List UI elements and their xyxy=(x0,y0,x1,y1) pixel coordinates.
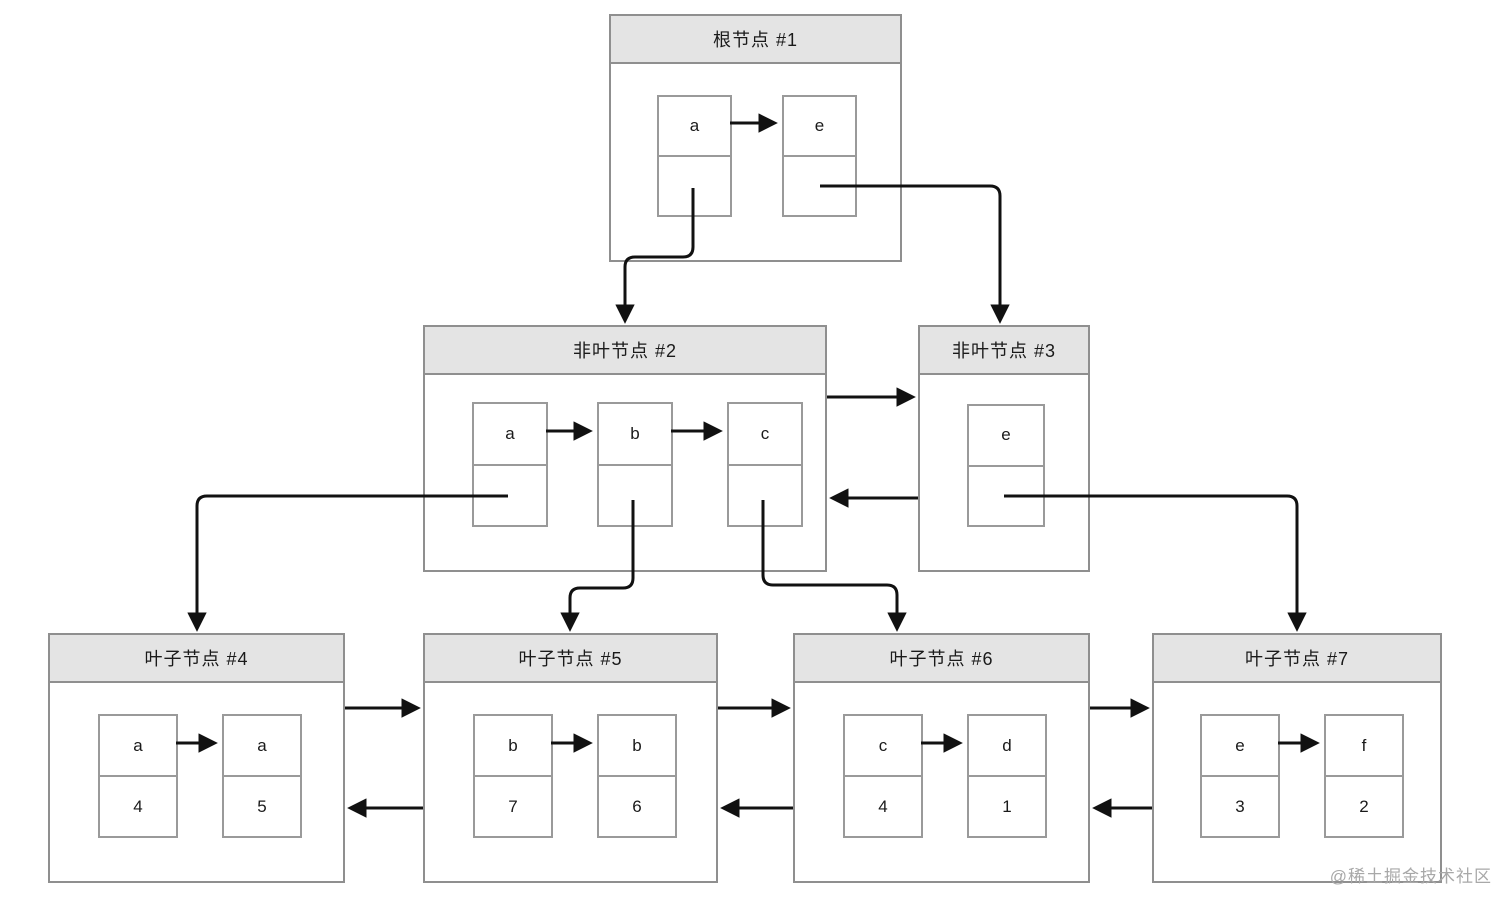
cell-value: 5 xyxy=(257,796,267,816)
node-3-title: 非叶节点 #3 xyxy=(920,327,1088,375)
cell-key: e xyxy=(784,97,855,157)
cell-key: e xyxy=(969,406,1043,467)
cell-pointer xyxy=(969,467,1043,526)
node-leaf-5: 叶子节点 #5 b 7 b 6 xyxy=(423,633,718,883)
node-root-1: 根节点 #1 a e xyxy=(609,14,902,262)
node-2-cell-b: b xyxy=(597,402,673,527)
cell-key: d xyxy=(969,716,1045,777)
node-7-cell-1: e 3 xyxy=(1200,714,1280,838)
cell-pointer xyxy=(599,466,671,526)
node-6-cell-2: d 1 xyxy=(967,714,1047,838)
cell-key: b xyxy=(599,716,675,777)
node-5-cell-2: b 6 xyxy=(597,714,677,838)
node-4-cell-1: a 4 xyxy=(98,714,178,838)
cell-value: 6 xyxy=(632,796,642,816)
cell-key: a xyxy=(659,97,730,157)
node-7-cell-2: f 2 xyxy=(1324,714,1404,838)
cell-key: a xyxy=(474,404,546,466)
cell-key: b xyxy=(599,404,671,466)
cell-key: b xyxy=(475,716,551,777)
cell-value: 7 xyxy=(508,796,518,816)
cell-pointer xyxy=(659,157,730,215)
cell-key: c xyxy=(845,716,921,777)
node-2-title: 非叶节点 #2 xyxy=(425,327,825,375)
cell-value: 1 xyxy=(1002,796,1012,816)
cell-value: 4 xyxy=(878,796,888,816)
cell-value: 2 xyxy=(1359,796,1369,816)
node-leaf-7: 叶子节点 #7 e 3 f 2 xyxy=(1152,633,1442,883)
node-7-title: 叶子节点 #7 xyxy=(1154,635,1440,683)
cell-value: 3 xyxy=(1235,796,1245,816)
cell-key: c xyxy=(729,404,801,466)
node-internal-3: 非叶节点 #3 e xyxy=(918,325,1090,572)
cell-key: a xyxy=(224,716,300,777)
node-6-cell-1: c 4 xyxy=(843,714,923,838)
node-internal-2: 非叶节点 #2 a b c xyxy=(423,325,827,572)
cell-pointer xyxy=(474,466,546,526)
node-1-title: 根节点 #1 xyxy=(611,16,900,64)
cell-pointer xyxy=(784,157,855,215)
node-5-title: 叶子节点 #5 xyxy=(425,635,716,683)
node-leaf-4: 叶子节点 #4 a 4 a 5 xyxy=(48,633,345,883)
cell-pointer xyxy=(729,466,801,526)
node-4-title: 叶子节点 #4 xyxy=(50,635,343,683)
node-3-cell-e: e xyxy=(967,404,1045,527)
cell-key: e xyxy=(1202,716,1278,777)
cell-key: f xyxy=(1326,716,1402,777)
node-5-cell-1: b 7 xyxy=(473,714,553,838)
cell-value: 4 xyxy=(133,796,143,816)
node-1-cell-e: e xyxy=(782,95,857,217)
cell-key: a xyxy=(100,716,176,777)
node-leaf-6: 叶子节点 #6 c 4 d 1 xyxy=(793,633,1090,883)
node-6-title: 叶子节点 #6 xyxy=(795,635,1088,683)
node-1-cell-a: a xyxy=(657,95,732,217)
node-4-cell-2: a 5 xyxy=(222,714,302,838)
watermark: @稀土掘金技术社区 xyxy=(1329,867,1492,886)
node-2-cell-c: c xyxy=(727,402,803,527)
node-2-cell-a: a xyxy=(472,402,548,527)
